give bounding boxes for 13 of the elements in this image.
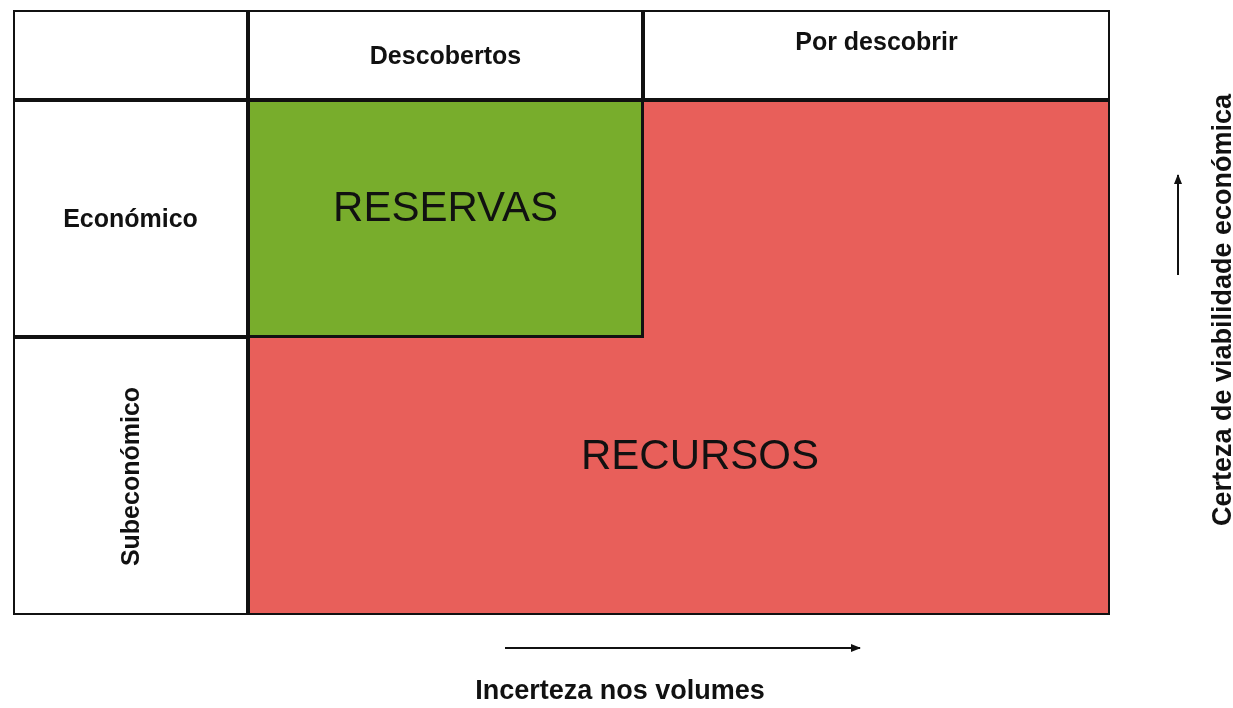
table-cell	[13, 337, 248, 615]
axis-label: Certeza de viabilidade económica	[1206, 93, 1233, 527]
row-header: Subeconómico	[116, 386, 145, 566]
table-cell	[248, 10, 643, 100]
axis-label: Incerteza nos volumes	[475, 674, 765, 706]
table-cell	[248, 100, 643, 337]
column-header: Descobertos	[369, 40, 522, 70]
table-cell	[13, 100, 248, 337]
column-header: Por descobrir	[795, 26, 958, 56]
category-label: RECURSOS	[581, 431, 819, 479]
category-label: RESERVAS	[333, 182, 558, 231]
row-header: Económico	[63, 204, 198, 233]
table-cell	[643, 10, 1110, 100]
